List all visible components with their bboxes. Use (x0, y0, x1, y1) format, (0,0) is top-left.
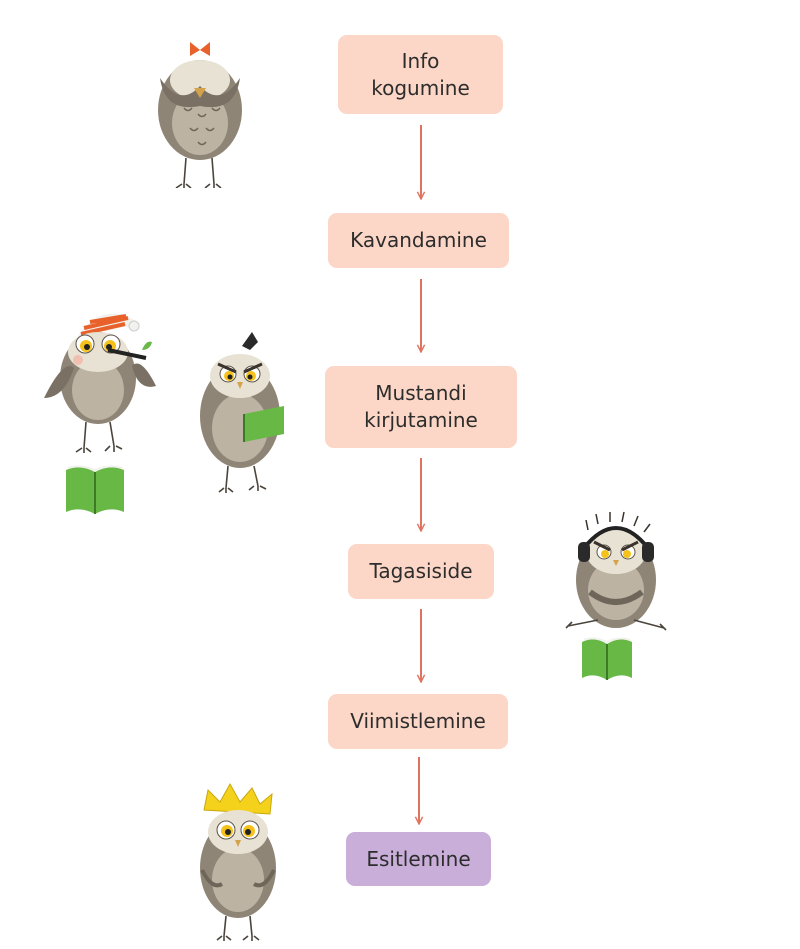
step-tagasiside: Tagasiside (348, 544, 494, 599)
step-label: Viimistlemine (350, 709, 486, 733)
step-esitlemine: Esitlemine (346, 832, 491, 886)
step-label: Esitlemine (366, 846, 471, 871)
green-book-icon (582, 637, 632, 680)
step-label: Mustandi kirjutamine (364, 381, 478, 432)
owl-covering-eyes-with-bow-icon (158, 42, 242, 188)
owl-with-nightcap-and-pencil-icon (44, 313, 156, 453)
step-info-kogumine: Info kogumine (338, 35, 503, 114)
step-viimistlemine: Viimistlemine (328, 694, 508, 749)
step-label: Info kogumine (371, 48, 470, 100)
step-kavandamine: Kavandamine (328, 213, 509, 268)
green-book-icon (66, 465, 124, 514)
owl-with-headphones-icon (565, 511, 667, 631)
step-label: Tagasiside (369, 559, 473, 583)
owl-with-crown-icon (200, 782, 276, 941)
step-label: Kavandamine (350, 228, 487, 252)
owl-reading-book-icon (200, 332, 284, 493)
step-mustandi-kirjutamine: Mustandi kirjutamine (325, 366, 517, 448)
